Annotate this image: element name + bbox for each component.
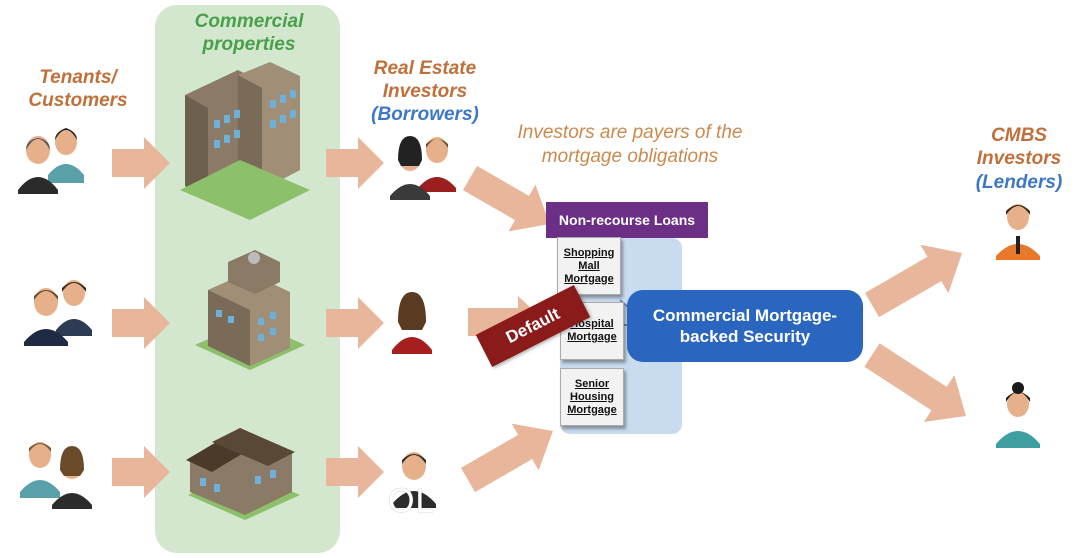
flow-arrow [326, 137, 384, 189]
couple-icon [18, 128, 84, 194]
man-icon [392, 452, 436, 508]
mortgage-card-senior-housing: Senior Housing Mortgage [560, 368, 624, 426]
overlay-text: OL [388, 482, 436, 520]
borrowers-label: (Borrowers) [371, 104, 479, 125]
lender-arrow-top [865, 244, 963, 318]
real-estate-investors-label: Real Estate Investors [373, 58, 477, 102]
couple-icon [390, 136, 456, 200]
flow-arrow [112, 297, 170, 349]
house-icon [186, 428, 300, 520]
woman-icon [392, 292, 432, 354]
flow-arrow [326, 297, 384, 349]
tenants-label: Tenants/ Customers [28, 67, 128, 111]
businesswoman-icon [996, 382, 1040, 448]
loan-arrow-top [463, 165, 550, 232]
businessmen-icon [24, 280, 92, 346]
cmbs-investors-label: CMBS Investors [976, 125, 1062, 169]
flow-arrow [112, 137, 170, 189]
flow-arrow [112, 446, 170, 498]
office-building-icon [180, 62, 310, 220]
flow-arrow [326, 446, 384, 498]
lender-arrow-bottom [864, 343, 966, 423]
lenders-label: (Lenders) [975, 172, 1063, 193]
hospital-icon [195, 250, 305, 370]
non-recourse-loans-label: Non-recourse Loans [546, 202, 708, 238]
businessman-icon [996, 204, 1040, 260]
couple-icon [20, 442, 92, 509]
commercial-properties-label: Commercial properties [194, 11, 304, 55]
cmbs-security-box: Commercial Mortgage- backed Security [627, 290, 863, 362]
investors-note: Investors are payers of the mortgage obl… [517, 122, 743, 167]
mortgage-card-shopping-mall: Shopping Mall Mortgage [557, 237, 621, 295]
loan-arrow-bottom [461, 423, 553, 493]
